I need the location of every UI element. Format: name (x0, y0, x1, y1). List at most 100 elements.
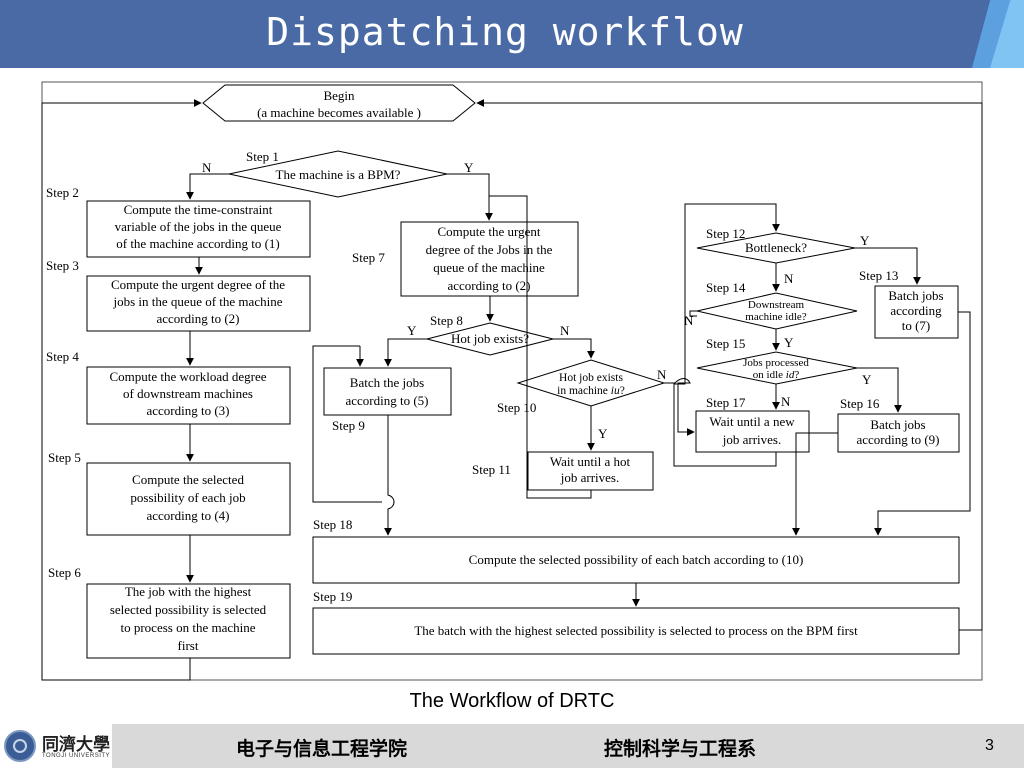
arrow-step10-to-step17 (664, 378, 695, 436)
step5-label: Step 5 (48, 450, 81, 465)
footer-department: 控制科学与工程系 (604, 738, 757, 760)
logo-chinese-name: 同濟大學 (42, 735, 110, 755)
step8-no-label: N (560, 323, 570, 338)
step6-text-4: first (178, 638, 199, 653)
step12-no-label: N (784, 271, 794, 286)
step16-text-1: Batch jobs (870, 417, 925, 432)
step9-label: Step 9 (332, 418, 365, 433)
step9-text-2: according to (5) (345, 393, 428, 408)
step11-text-2: job arrives. (560, 470, 619, 485)
step11-label: Step 11 (472, 462, 511, 477)
begin-text-1: Begin (323, 88, 355, 103)
step8-text: Hot job exists? (451, 331, 529, 346)
step14-text-2: machine idle? (745, 311, 807, 323)
step19-label: Step 19 (313, 589, 352, 604)
step12-text: Bottleneck? (745, 240, 807, 255)
step17-box (695, 410, 810, 453)
university-logo: 同濟大學 TONGJI UNIVERSITY (0, 724, 112, 768)
step5-box (86, 462, 291, 536)
step9-text-1: Batch the jobs (350, 375, 424, 390)
step17-text-1: Wait until a new (709, 414, 795, 429)
begin-node (202, 84, 476, 122)
step16-text-2: according to (9) (856, 432, 939, 447)
step11-text-1: Wait until a hot (550, 454, 631, 469)
step13-text-1: Batch jobs (888, 288, 943, 303)
step5-text-2: possibility of each job (130, 490, 245, 505)
step10-label: Step 10 (497, 400, 536, 415)
arrow-step8-to-step9 (384, 338, 427, 367)
step3-label: Step 3 (46, 258, 79, 273)
begin-text-2: (a machine becomes available ) (257, 105, 421, 120)
step15-no-label: N (781, 394, 791, 409)
step7-text-3: queue of the machine (433, 260, 545, 275)
step4-text-3: according to (3) (146, 403, 229, 418)
step3-text-2: jobs in the queue of the machine (113, 294, 283, 309)
step19-text: The batch with the highest selected poss… (414, 623, 858, 638)
seal-icon (4, 730, 36, 762)
arrow-step19-loop-to-begin (476, 99, 983, 631)
step17-text-2: job arrives. (722, 432, 781, 447)
step1-text: The machine is a BPM? (276, 167, 401, 182)
step7-text-1: Compute the urgent (437, 224, 540, 239)
step2-text-1: Compute the time-constraint (124, 202, 273, 217)
page-number: 3 (985, 737, 994, 754)
step13-text-2: according (890, 303, 942, 318)
step14-decision (696, 292, 858, 330)
step5-text-3: according to (4) (146, 508, 229, 523)
step15-label: Step 15 (706, 336, 745, 351)
step12-yes-label: Y (860, 233, 870, 248)
arrow-step14-no (689, 310, 697, 317)
step3-text-3: according to (2) (156, 311, 239, 326)
arrow-step9-to-step18 (384, 415, 395, 536)
step13-label: Step 13 (859, 268, 898, 283)
step18-label: Step 18 (313, 517, 352, 532)
arrow-step6-loop-to-begin (41, 99, 202, 681)
arrow-step8-to-step10 (553, 338, 595, 359)
arrow-step16-to-step18 (792, 432, 838, 536)
step2-text-3: of the machine according to (1) (116, 236, 280, 251)
arrow-step13-to-step18 (874, 311, 971, 536)
step4-label: Step 4 (46, 349, 79, 364)
step4-text-2: of downstream machines (123, 386, 253, 401)
arrow-step1-to-step2 (186, 173, 229, 200)
step4-box (86, 366, 291, 425)
step1-yes-label: Y (464, 160, 474, 175)
step10-text-2: in machine iu? (557, 385, 625, 397)
arrow-left-to-step9 (312, 345, 382, 503)
figure-caption: The Workflow of DRTC (409, 690, 615, 712)
step8-yes-label: Y (407, 323, 417, 338)
step2-label: Step 2 (46, 185, 79, 200)
step14-yes-label: Y (784, 335, 794, 350)
step17-label: Step 17 (706, 395, 746, 410)
step15-yes-label: Y (862, 372, 872, 387)
page-title: Dispatching workflow (266, 10, 744, 54)
step10-yes-label: Y (598, 426, 608, 441)
step2-text-2: variable of the jobs in the queue (115, 219, 282, 234)
step16-label: Step 16 (840, 396, 880, 411)
step1-no-label: N (202, 160, 212, 175)
step12-label: Step 12 (706, 226, 745, 241)
step6-text-1: The job with the highest (125, 584, 252, 599)
arrow-step12-to-step13 (855, 247, 921, 285)
logo-english-name: TONGJI UNIVERSITY (42, 753, 111, 759)
step3-box (86, 275, 311, 332)
footer-school: 电子与信息工程学院 (236, 738, 408, 760)
step1-label: Step 1 (246, 149, 279, 164)
step13-text-3: to (7) (902, 318, 931, 333)
workflow-diagram: Begin (a machine becomes available ) The… (41, 81, 983, 681)
step4-text-1: Compute the workload degree (109, 369, 266, 384)
step7-text-2: degree of the Jobs in the (426, 242, 553, 257)
arrow-step15-to-step16 (857, 367, 902, 413)
step6-text-2: selected possibility is selected (110, 602, 267, 617)
step7-text-4: according to (2) (447, 278, 530, 293)
loop-bracket-right-section (673, 203, 780, 467)
step18-text: Compute the selected possibility of each… (469, 552, 804, 567)
step6-box (86, 583, 291, 659)
step19-box (312, 607, 960, 655)
arrow-step11-loop-to-step7 (489, 195, 592, 499)
step3-text-1: Compute the urgent degree of the (111, 277, 285, 292)
step14-label: Step 14 (706, 280, 746, 295)
step6-text-3: to process on the machine (120, 620, 255, 635)
step15-text-2: on idle id? (753, 369, 800, 381)
step14-text-1: Downstream (748, 299, 805, 311)
